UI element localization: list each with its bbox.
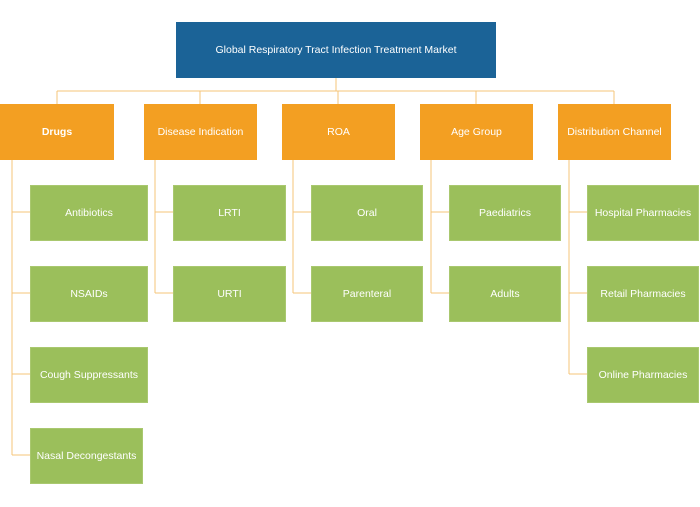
category-node-disease-indication: Disease Indication [144,104,257,160]
leaf-node-nsaids: NSAIDs [30,266,148,322]
category-node-distribution-channel: Distribution Channel [558,104,671,160]
leaf-node-antibiotics: Antibiotics [30,185,148,241]
leaf-node-urti: URTI [173,266,286,322]
leaf-node-nasal-decongestants: Nasal Decongestants [30,428,143,484]
leaf-node-paediatrics: Paediatrics [449,185,561,241]
category-node-age-group: Age Group [420,104,533,160]
leaf-node-adults: Adults [449,266,561,322]
leaf-node-parenteral: Parenteral [311,266,423,322]
category-node-drugs: Drugs [0,104,114,160]
leaf-node-oral: Oral [311,185,423,241]
leaf-node-lrti: LRTI [173,185,286,241]
leaf-node-retail-pharmacies: Retail Pharmacies [587,266,699,322]
leaf-node-online-pharmacies: Online Pharmacies [587,347,699,403]
leaf-node-hospital-pharmacies: Hospital Pharmacies [587,185,699,241]
root-node: Global Respiratory Tract Infection Treat… [176,22,496,78]
leaf-node-cough-suppressants: Cough Suppressants [30,347,148,403]
category-node-roa: ROA [282,104,395,160]
